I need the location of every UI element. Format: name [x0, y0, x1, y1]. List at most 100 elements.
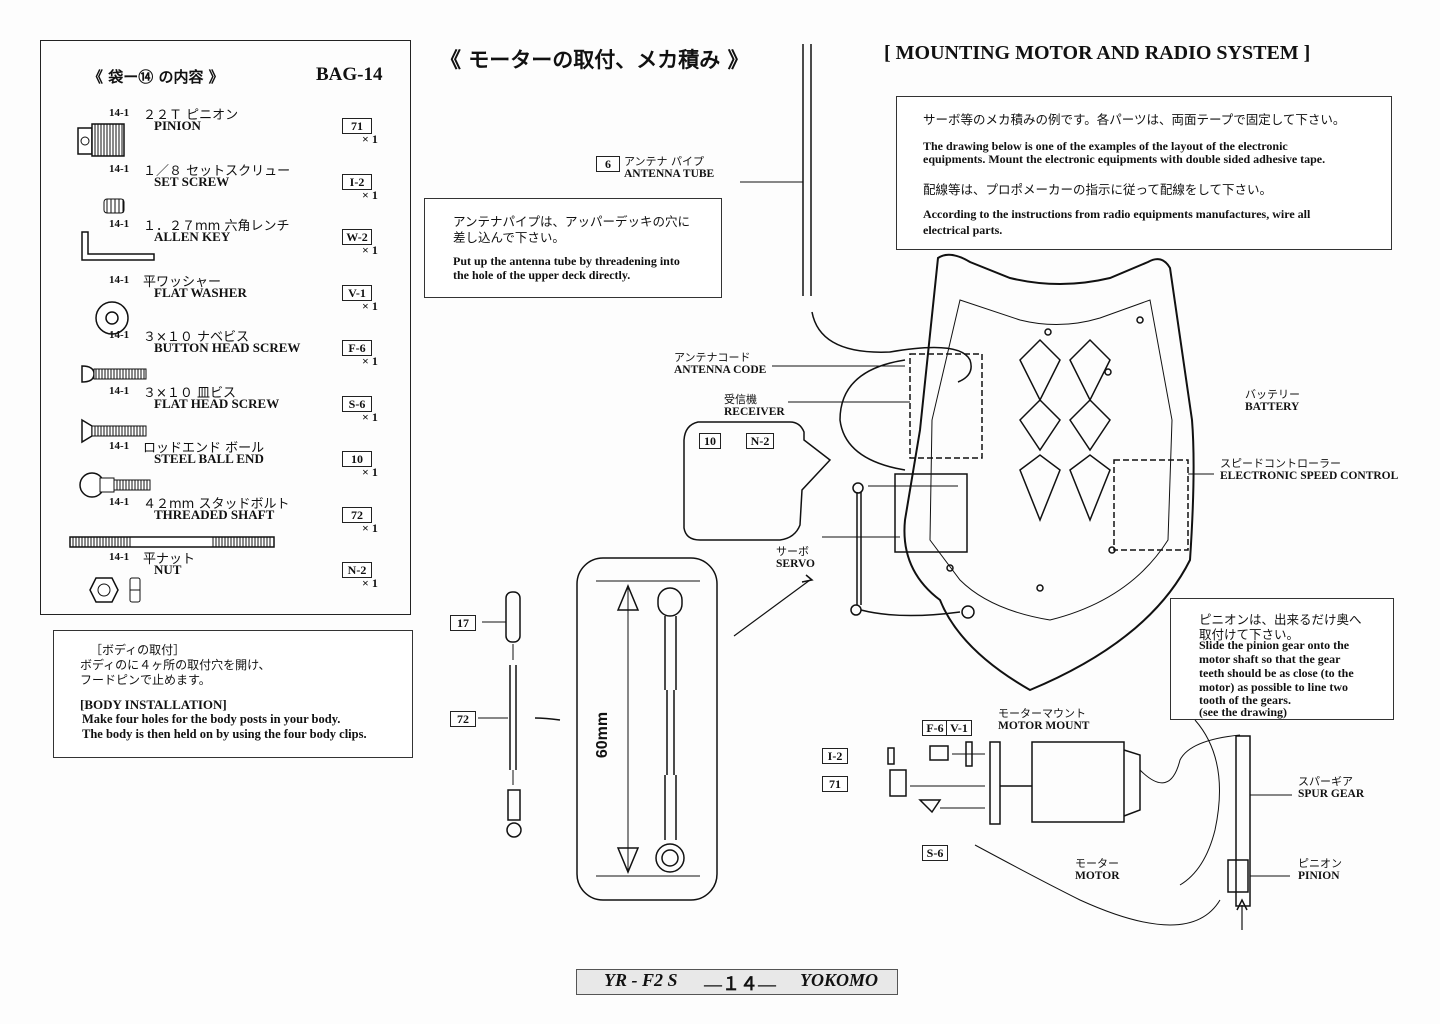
code-17: 17	[450, 615, 476, 631]
motor-en: MOTOR	[1075, 870, 1120, 882]
battery-label: バッテリー BATTERY	[1245, 388, 1300, 414]
part-number: 14-1	[109, 440, 130, 452]
antenna-note-en-2: the hole of the upper deck directly.	[453, 268, 631, 282]
spur-gear-jp: スパーギア	[1298, 775, 1353, 788]
antenna-tube-jp: アンテナ パイプ	[624, 155, 705, 168]
pinion-note-en-1: Slide the pinion gear onto the	[1199, 638, 1350, 652]
part-code: 10	[342, 451, 372, 467]
part-code: I-2	[342, 173, 372, 190]
part-illustration	[78, 230, 158, 268]
part-quantity: × 1	[362, 465, 378, 479]
part-number: 14-1	[109, 551, 130, 563]
parts-list-frame	[40, 40, 411, 615]
receiver-en: RECEIVER	[724, 406, 785, 418]
part-name-jp: ４２mm スタッドボルト	[143, 496, 290, 512]
part-number: 14-1	[109, 329, 130, 341]
part-code: 72	[342, 506, 372, 523]
part-name-en: ALLEN KEY	[154, 229, 231, 244]
body-jp-title: ［ボディの取付］	[90, 643, 186, 657]
body-en-text-1: Make four holes for the body posts in yo…	[82, 712, 341, 726]
code-n2-bubble: N-2	[746, 433, 774, 449]
code-s6: S-6	[922, 845, 948, 861]
part-quantity: × 1	[362, 520, 378, 535]
body-jp-text-1: ボディのに４ヶ所の取付穴を開け、	[80, 658, 271, 672]
radio-layout-note: サーボ等のメカ積みの例です。各パーツは、両面テープで固定して下さい。 The d…	[896, 96, 1392, 250]
part-code: 71	[342, 118, 372, 134]
bag-heading-jp: 《 袋ー⑭ の内容 》	[88, 68, 224, 86]
radio-note-en-4: electrical parts.	[923, 223, 1003, 237]
battery-jp: バッテリー	[1245, 388, 1300, 401]
servo-jp: サーボ	[776, 545, 809, 558]
part-name-en: PINION	[154, 118, 201, 133]
part-code: N-2	[342, 562, 372, 578]
part-quantity: × 1	[362, 243, 378, 257]
footer-model: YR - F2 S	[604, 970, 678, 990]
set-screw-icon	[103, 198, 125, 214]
part-illustration	[80, 418, 150, 448]
antenna-code-jp: アンテナコード	[674, 351, 751, 364]
part-illustration	[76, 118, 128, 162]
flat-head-screw-icon	[81, 418, 147, 444]
part-name-en: THREADED SHAFT	[154, 506, 275, 522]
footer-brand: YOKOMO	[800, 970, 879, 990]
antenna-tube-label: アンテナ パイプ ANTENNA TUBE	[624, 155, 714, 181]
part-number: 14-1	[109, 495, 130, 508]
antenna-note: アンテナパイプは、アッパーデッキの穴に 差し込んで下さい。 Put up the…	[424, 198, 722, 298]
button-head-screw-icon	[81, 365, 147, 383]
part-illustration	[92, 298, 132, 342]
part-quantity: × 1	[362, 409, 378, 424]
part-number: 14-1	[109, 273, 130, 286]
pinion-en: PINION	[1298, 870, 1340, 882]
part-code: S-6	[342, 395, 372, 412]
flat-washer-icon	[95, 301, 129, 335]
radio-note-en-3: According to the instructions from radio…	[923, 207, 1311, 221]
motor-mount-en: MOTOR MOUNT	[998, 720, 1090, 732]
part-name-jp: １／８ セットスクリュー	[143, 163, 291, 179]
pinion-note-en-3: teeth should be as close (to the	[1199, 666, 1354, 680]
part-name-en: SET SCREW	[154, 173, 230, 189]
spur-gear-label: スパーギア SPUR GEAR	[1298, 775, 1364, 801]
footer-page-number: —１４—	[704, 974, 776, 994]
pinion-note-en-5: tooth of the gears.	[1199, 693, 1291, 707]
motor-mount-label: モーターマウント MOTOR MOUNT	[998, 707, 1089, 733]
radio-note-jp-1: サーボ等のメカ積みの例です。各パーツは、両面テープで固定して下さい。	[923, 112, 1346, 127]
part-name-en: BUTTON HEAD SCREW	[154, 340, 301, 355]
antenna-note-en-1: Put up the antenna tube by threadening i…	[453, 254, 680, 268]
nut-icon	[89, 577, 141, 603]
antenna-tube-en: ANTENNA TUBE	[624, 168, 715, 180]
pinion-gear-icon	[77, 123, 125, 157]
part-code: V-1	[342, 284, 372, 301]
motor-jp: モーター	[1075, 857, 1119, 870]
part-name-jp: ロッドエンド ボール	[143, 441, 265, 456]
part-illustration	[80, 362, 150, 390]
receiver-label: 受信機 RECEIVER	[724, 393, 785, 419]
bag-heading-en: BAG-14	[316, 64, 383, 85]
allen-key-icon	[81, 231, 155, 261]
code-72: 72	[450, 711, 476, 727]
footer-bar	[576, 969, 898, 995]
part-quantity: × 1	[362, 132, 378, 146]
part-name-en: FLAT WASHER	[154, 284, 247, 300]
code-f6: F-6	[922, 720, 948, 736]
pinion-note-jp-2: 取付けて下さい。	[1199, 627, 1300, 642]
part-code: W-2	[342, 229, 372, 245]
spur-gear-en: SPUR GEAR	[1298, 788, 1365, 800]
antenna-note-jp-1: アンテナパイプは、アッパーデッキの穴に	[453, 214, 691, 229]
threaded-shaft-icon	[69, 536, 275, 548]
pinion-jp: ピニオン	[1298, 857, 1342, 870]
antenna-note-jp-2: 差し込んで下さい。	[453, 230, 565, 245]
servo-en: SERVO	[776, 558, 815, 570]
body-installation-note: ［ボディの取付］ ボディのに４ヶ所の取付穴を開け、 フードピンで止めます。 [B…	[53, 630, 413, 758]
radio-note-en-2: equipments. Mount the electronic equipme…	[923, 152, 1326, 166]
pinion-label: ピニオン PINION	[1298, 857, 1342, 883]
steel-ball-end-icon	[79, 472, 151, 498]
antenna-code-label: アンテナコード ANTENNA CODE	[674, 351, 766, 377]
part-number: 14-1	[109, 218, 130, 230]
body-en-title: [BODY INSTALLATION]	[80, 697, 227, 712]
part-name-en: NUT	[154, 562, 182, 577]
code-71: 71	[822, 776, 848, 792]
part-name-jp: ２２Ｔ ピニオン	[143, 108, 239, 123]
pinion-note: ピニオンは、出来るだけ奥へ 取付けて下さい。 Slide the pinion …	[1170, 598, 1394, 720]
receiver-jp: 受信機	[724, 393, 757, 406]
radio-note-jp-2: 配線等は、プロポメーカーの指示に従って配線をして下さい。	[923, 182, 1273, 197]
